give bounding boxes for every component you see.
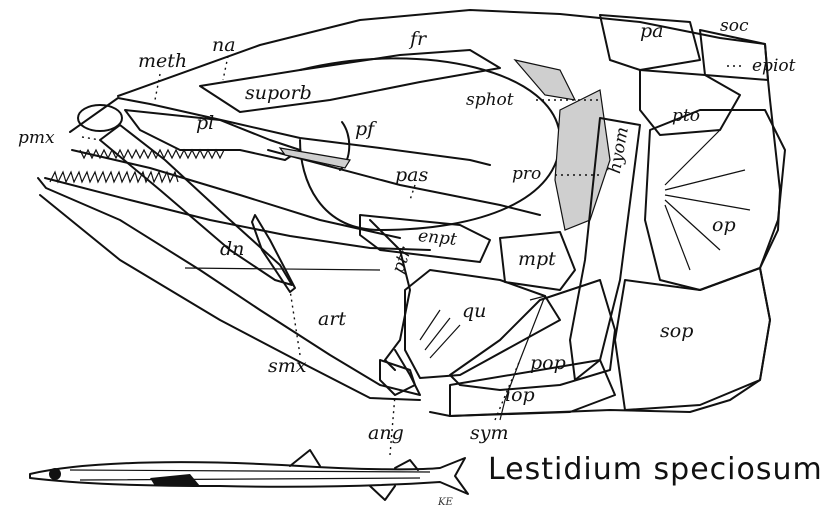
label-epiot: epiot [752, 58, 795, 75]
lower-jaw-bottom [40, 195, 420, 400]
parasphenoid-hatch [280, 148, 350, 168]
leader-meth [155, 74, 160, 100]
label-smx: smx [268, 357, 306, 376]
label-pas: pas [395, 166, 428, 185]
orbit-outline [300, 58, 560, 230]
species-caption: Lestidium speciosum [488, 452, 823, 487]
nasal-ring [78, 105, 122, 131]
leader-smx [290, 290, 300, 355]
lower-jaw-outline [38, 178, 420, 395]
sphenotic-hatch [515, 60, 575, 100]
skull-roof-outline [118, 10, 780, 416]
label-qu: qu [462, 302, 486, 321]
label-pto: pto [672, 108, 700, 125]
quadrate-rays [420, 310, 460, 358]
label-iop: iop [505, 386, 535, 405]
prootic-hatch [555, 90, 610, 230]
label-op: op [712, 216, 736, 235]
label-pl: pl [196, 114, 214, 133]
label-pf: pf [355, 120, 374, 139]
label-sphot: sphot [466, 92, 514, 109]
label-na: na [212, 36, 236, 55]
label-meth: meth [138, 52, 187, 71]
label-pa: pa [640, 22, 664, 41]
label-sop: sop [660, 322, 693, 341]
label-soc: soc [720, 18, 748, 35]
fish-illustration [30, 450, 468, 500]
leader-pmx [82, 137, 100, 140]
label-pop: pop [530, 354, 566, 373]
lower-teeth [50, 172, 178, 182]
label-fr: fr [410, 30, 426, 49]
opercle-rays [665, 130, 750, 270]
label-mpt: mpt [518, 250, 556, 269]
label-dn: dn [220, 240, 244, 259]
label-enpt: enpt [417, 228, 457, 249]
label-ang: ang [368, 424, 404, 443]
label-pmx: pmx [18, 130, 55, 147]
leader-na [223, 56, 228, 80]
label-sym: sym [470, 424, 509, 443]
opercle-outline [645, 110, 785, 290]
artist-signature: KE [438, 497, 453, 508]
label-pro: pro [512, 166, 541, 183]
label-suporb: suporb [245, 84, 312, 103]
label-art: art [318, 310, 346, 329]
